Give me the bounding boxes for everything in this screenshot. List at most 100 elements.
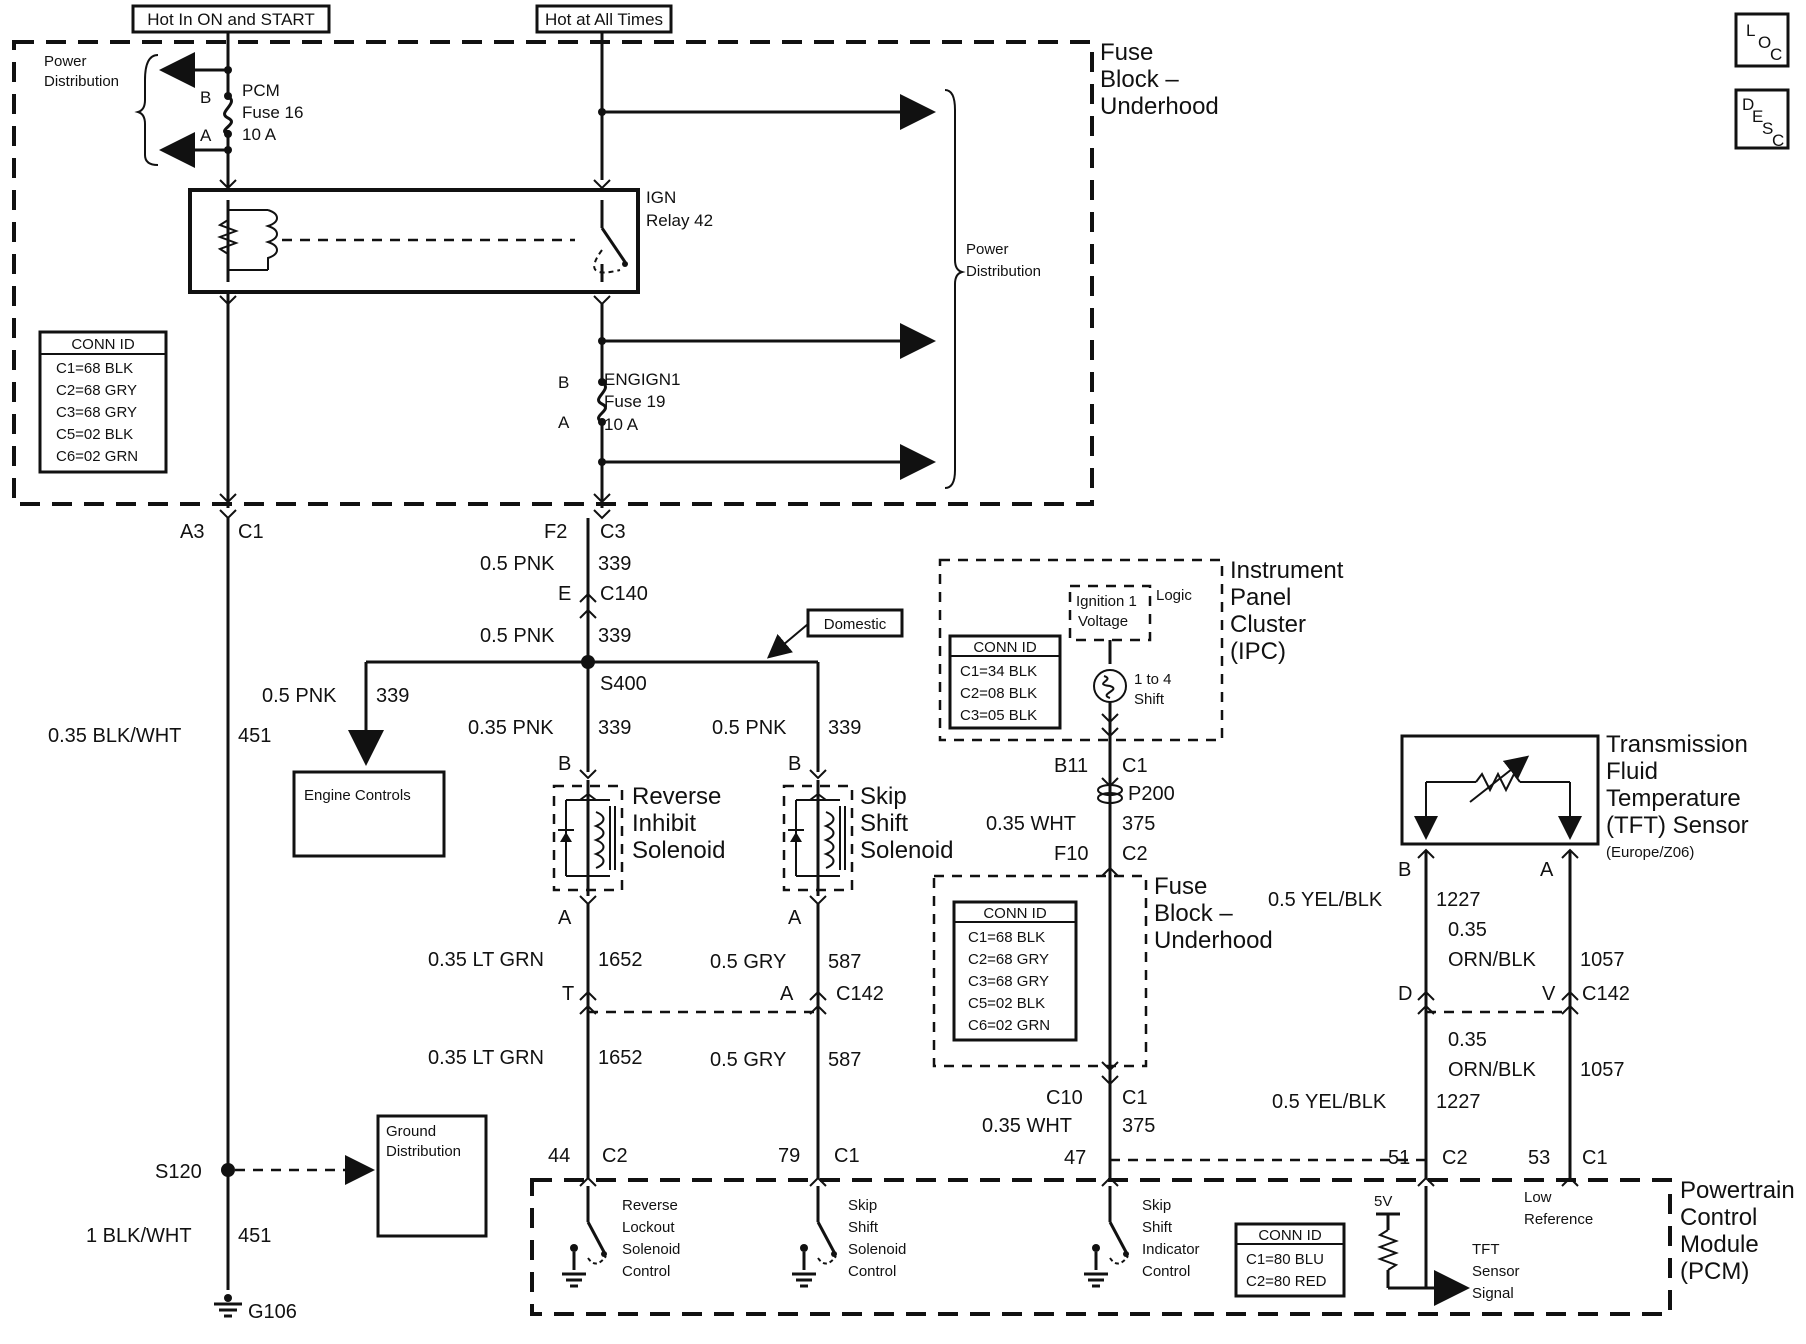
ign-relay-42: IGN Relay 42 [188,179,713,306]
svg-text:TFT: TFT [1472,1241,1500,1258]
p200-label: P200 [1128,783,1175,805]
splice-s120 [221,1163,235,1177]
fuse-block-top-title-3: Underhood [1100,93,1219,120]
svg-text:C3=05 BLK: C3=05 BLK [960,707,1037,724]
svg-text:CONN ID: CONN ID [983,905,1047,922]
engign1-fuse-19: B A ENGIGN1 Fuse 19 10 A [558,370,681,434]
conn-c142-mid: C142 [836,983,884,1005]
svg-text:A: A [788,907,802,929]
fuse-block-underhood-top-box [12,40,1094,506]
engine-controls-box: Engine Controls [292,770,446,858]
svg-text:Relay 42: Relay 42 [646,211,713,230]
svg-text:CONN ID: CONN ID [1258,1227,1322,1244]
branch-339-circuit: 339 [376,685,409,707]
tft-pin-a: A [1540,859,1554,881]
conn-c1-left: C1 [238,521,264,543]
svg-text:C: C [1770,45,1782,64]
domestic-tag: Domestic [766,608,904,659]
ipc-title: Instrument [1230,557,1344,584]
svg-text:Engine Controls: Engine Controls [304,787,411,804]
loc-icon[interactable]: L O C [1734,12,1790,68]
conn-c1-ipc: C1 [1122,755,1148,777]
wire-1057-circuit: 1057 [1580,949,1625,971]
pin-d: D [1398,983,1412,1005]
svg-text:Control: Control [622,1263,670,1280]
wire-451b-size: 1 BLK/WHT [86,1225,192,1247]
p200-passthrough-icon [1097,784,1123,804]
svg-text:Solenoid: Solenoid [860,837,953,864]
pin-v: V [1542,983,1556,1005]
pcm-conn-c2: C2 [602,1145,628,1167]
wire-1652-circuit: 1652 [598,949,643,971]
skip-shift-solenoid: 0.5 PNK 339 B Skip Shift Solenoid A [712,717,953,929]
svg-text:Shift: Shift [860,810,908,837]
svg-text:5V: 5V [1374,1193,1392,1210]
svg-text:C2=68 GRY: C2=68 GRY [56,382,137,399]
pcm-fuse-16: B A PCM Fuse 16 10 A [200,81,303,145]
fuse-block-top-title-2: Block – [1100,66,1179,93]
svg-text:L: L [1746,21,1755,40]
svg-text:IGN: IGN [646,188,676,207]
hot-all-times-label: Hot at All Times [535,4,673,34]
svg-text:Signal: Signal [1472,1285,1514,1302]
wire-339-circuit: 339 [598,553,631,575]
svg-text:C5=02 BLK: C5=02 BLK [968,995,1045,1012]
svg-text:Transmission: Transmission [1606,731,1748,758]
reverse-lockout-driver: Reverse Lockout Solenoid Control [562,1186,680,1288]
conn-c3: C3 [600,521,626,543]
svg-text:A: A [558,907,572,929]
svg-text:Skip: Skip [860,783,907,810]
fuse-block-top-title: Fuse [1100,39,1153,66]
svg-text:Domestic: Domestic [824,616,887,633]
pcm-title-4: (PCM) [1680,1258,1749,1285]
svg-text:A: A [558,413,570,432]
hot-run-start-label: Hot In ON and START [131,4,331,34]
svg-text:Shift: Shift [1142,1219,1173,1236]
skip-shift-driver: Skip Shift Solenoid Control [792,1186,906,1288]
pcm-title-2: Control [1680,1204,1757,1231]
s120-label: S120 [155,1161,202,1183]
pcm-pin-44: 44 [548,1145,570,1167]
svg-text:Solenoid: Solenoid [848,1241,906,1258]
power-dist-right-label-2: Distribution [966,263,1041,280]
svg-text:A: A [200,126,212,145]
fuse-block-mid-title-3: Underhood [1154,927,1273,954]
svg-text:339: 339 [828,717,861,739]
svg-text:C6=02 GRN: C6=02 GRN [968,1017,1050,1034]
svg-text:Distribution: Distribution [386,1143,461,1160]
svg-text:D: D [1742,95,1754,114]
svg-text:E: E [1752,107,1763,126]
wire-375b-size: 0.35 WHT [982,1115,1072,1137]
svg-text:0.5 PNK: 0.5 PNK [712,717,787,739]
pin-f2: F2 [544,521,567,543]
svg-text:Solenoid: Solenoid [622,1241,680,1258]
desc-icon[interactable]: D E S C [1734,88,1790,150]
wire-587-size: 0.5 GRY [710,951,786,973]
svg-text:C2=68 GRY: C2=68 GRY [968,951,1049,968]
svg-text:C1=68 BLK: C1=68 BLK [56,360,133,377]
svg-text:Fuse 16: Fuse 16 [242,103,303,122]
conn-c1-mid: C1 [1122,1087,1148,1109]
svg-text:(Europe/Z06): (Europe/Z06) [1606,844,1694,861]
svg-text:339: 339 [598,717,631,739]
g106-label: G106 [248,1301,297,1323]
wire-1227-circuit: 1227 [1436,889,1481,911]
svg-text:CONN ID: CONN ID [71,336,135,353]
conn-id-table-top: CONN ID C1=68 BLK C2=68 GRY C3=68 GRY C5… [38,330,168,474]
conn-c2-ipc: C2 [1122,843,1148,865]
tft-sensor: Transmission Fluid Temperature (TFT) Sen… [1400,731,1749,861]
s400-label: S400 [600,673,647,695]
svg-text:10 A: 10 A [242,125,277,144]
svg-text:Reverse: Reverse [622,1197,678,1214]
ground-g106-icon [214,1294,242,1318]
svg-text:Control: Control [848,1263,896,1280]
svg-text:C5=02 BLK: C5=02 BLK [56,426,133,443]
pcm-conn-c2-right: C2 [1442,1147,1468,1169]
svg-text:O: O [1758,33,1771,52]
power-dist-left-brace [134,54,159,166]
pin-t: T [562,983,574,1005]
svg-text:C3=68 GRY: C3=68 GRY [968,973,1049,990]
wire-1652b-size: 0.35 LT GRN [428,1047,544,1069]
svg-text:Fuse 19: Fuse 19 [604,392,665,411]
